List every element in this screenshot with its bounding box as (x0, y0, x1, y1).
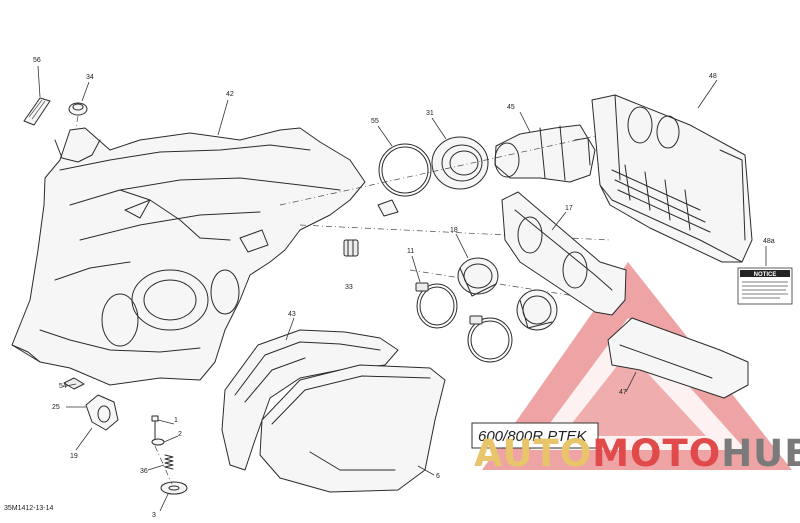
callout-1: 1 (174, 417, 178, 424)
grommet-part (68, 81, 90, 141)
callout-19: 19 (70, 453, 78, 460)
label-sticker-part (23, 65, 51, 126)
callout-43: 43 (288, 311, 296, 318)
model-label-text: 600/800R PTEK (478, 428, 587, 445)
clamp-11-part (411, 255, 458, 329)
callout-18: 18 (450, 227, 458, 234)
reference-code: 35M1412-13-14 (4, 505, 54, 512)
filter-element-part (259, 364, 446, 493)
callout-33: 33 (345, 284, 353, 291)
callout-56: 56 (33, 57, 41, 64)
callout-31: 31 (426, 110, 434, 117)
callout-34: 34 (86, 74, 94, 81)
boot-coupler-part (455, 233, 499, 297)
clip-part (343, 239, 359, 257)
adapter-ring-part (431, 117, 489, 190)
airbox-cover-part (591, 79, 753, 263)
watermark-text: AUTOMOTOHUB (474, 432, 800, 475)
callout-48a: 48a (763, 238, 775, 245)
callout-42: 42 (226, 91, 234, 98)
callout-labels: 56 34 42 55 31 45 48 17 11 18 33 48a 43 … (33, 57, 775, 519)
fastener-stack-part (147, 415, 188, 512)
callout-54: 54 (59, 383, 67, 390)
callout-3: 3 (152, 512, 156, 518)
callout-11: 11 (407, 248, 414, 255)
notice-label-text: NOTICE (754, 272, 777, 278)
watermark-part-hub: HUB (721, 432, 800, 475)
callout-17: 17 (565, 205, 573, 212)
watermark-part-moto: MOTO (592, 432, 721, 475)
plate-part (607, 317, 749, 399)
assembly-axis-lines (279, 134, 611, 301)
callout-48: 48 (709, 73, 717, 80)
notice-label-part (737, 246, 793, 305)
airbox-housing-part (11, 99, 366, 386)
clamp-55-part (377, 125, 432, 217)
clamp-lower-part (467, 315, 513, 363)
callout-2: 2 (178, 431, 182, 438)
callout-6: 6 (436, 473, 440, 480)
callout-55: 55 (371, 118, 379, 125)
callout-25: 25 (52, 404, 60, 411)
bracket-part (66, 394, 119, 451)
callout-45: 45 (507, 104, 515, 111)
watermark-part-auto: AUTO (474, 432, 592, 475)
callout-47: 47 (619, 389, 627, 396)
frame-bracket-part (501, 191, 627, 316)
boot-coupler-2-part (516, 289, 558, 331)
callout-36: 36 (140, 468, 148, 475)
model-label-box (471, 422, 599, 449)
patch-part (63, 377, 85, 390)
intake-tube-part (494, 111, 596, 183)
